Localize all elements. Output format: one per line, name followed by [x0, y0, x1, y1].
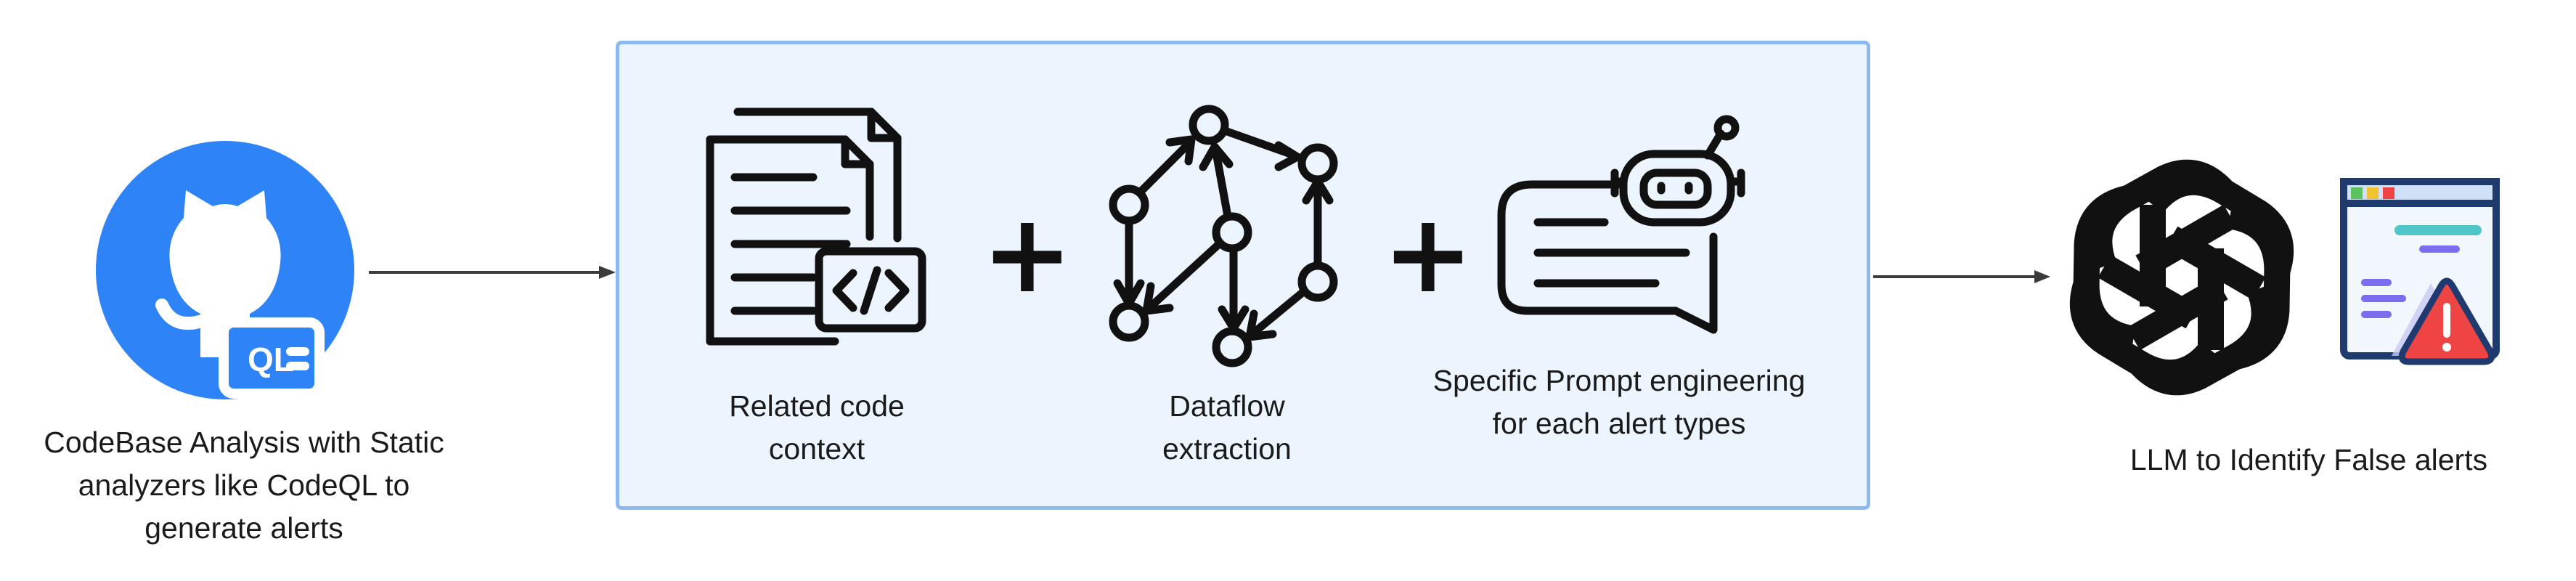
- step-caption-line: for each alert types: [1492, 407, 1746, 440]
- step-caption-line: extraction: [1162, 432, 1292, 466]
- plus-operator: +: [982, 191, 1073, 317]
- code-document-icon: [706, 107, 926, 346]
- robot-chat-icon: [1497, 115, 1745, 334]
- llm-logo-icon: [2069, 159, 2294, 396]
- source-caption-line: generate alerts: [144, 511, 343, 545]
- step-caption-dataflow: Dataflow extraction: [1089, 385, 1365, 471]
- step-caption-line: Related code: [729, 389, 905, 423]
- github-codeql-icon: QL: [96, 141, 354, 399]
- ql-badge-text: QL: [248, 341, 294, 378]
- llm-caption: LLM to Identify False alerts: [2076, 439, 2541, 482]
- source-caption: CodeBase Analysis with Static analyzers …: [15, 421, 473, 550]
- arrow-process-to-llm: [1873, 270, 2050, 283]
- arrow-source-to-process: [369, 266, 616, 279]
- step-caption-code-context: Related code context: [664, 385, 969, 471]
- source-caption-line: analyzers like CodeQL to: [78, 468, 410, 502]
- llm-caption-line: LLM to Identify False alerts: [2129, 443, 2488, 476]
- step-caption-line: context: [768, 432, 865, 466]
- step-caption-line: Specific Prompt engineering: [1432, 364, 1806, 397]
- plus-operator: +: [1382, 191, 1474, 317]
- source-caption-line: CodeBase Analysis with Static: [44, 426, 444, 459]
- dataflow-graph-icon: [1109, 105, 1338, 367]
- step-caption-line: Dataflow: [1169, 389, 1285, 423]
- alert-window-icon: [2340, 178, 2500, 365]
- step-caption-prompt-engineering: Specific Prompt engineering for each ale…: [1394, 359, 1844, 445]
